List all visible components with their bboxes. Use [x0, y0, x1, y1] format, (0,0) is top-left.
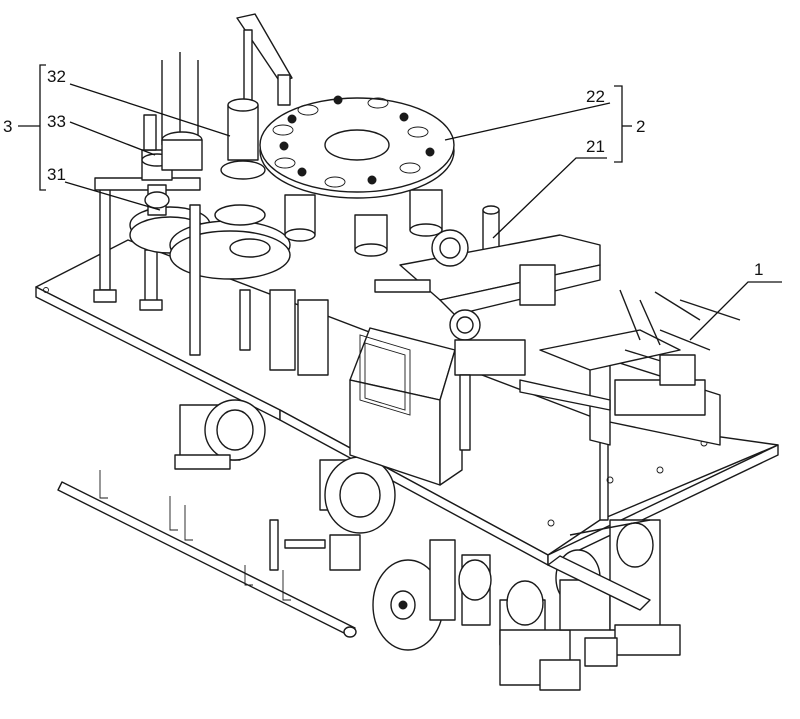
lower-left-rail	[57, 470, 357, 638]
lower-drive-train	[174, 399, 681, 691]
disc-holes	[272, 97, 429, 188]
label-3: 3	[3, 117, 12, 136]
label-32: 32	[47, 67, 66, 86]
reference-labels: 3 32 33 31 2 22 21 1	[3, 67, 763, 279]
bracket-3	[39, 64, 46, 191]
label-2: 2	[636, 117, 645, 136]
leader-1	[689, 281, 782, 341]
label-1: 1	[754, 260, 763, 279]
leader-22	[444, 102, 611, 141]
leader-33	[69, 121, 156, 156]
label-21: 21	[586, 137, 605, 156]
bracket-2	[614, 85, 623, 163]
label-22: 22	[586, 87, 605, 106]
leader-32	[69, 83, 231, 137]
control-cabinet	[349, 327, 463, 486]
leader-31	[64, 181, 161, 211]
central-frame	[374, 229, 601, 451]
label-31: 31	[47, 165, 66, 184]
leader-21	[492, 157, 607, 239]
label-33: 33	[47, 112, 66, 131]
left-rotary-station	[93, 52, 329, 376]
right-feed-unit	[519, 289, 741, 521]
disc-stars	[279, 95, 435, 185]
leader-lines	[18, 64, 782, 341]
